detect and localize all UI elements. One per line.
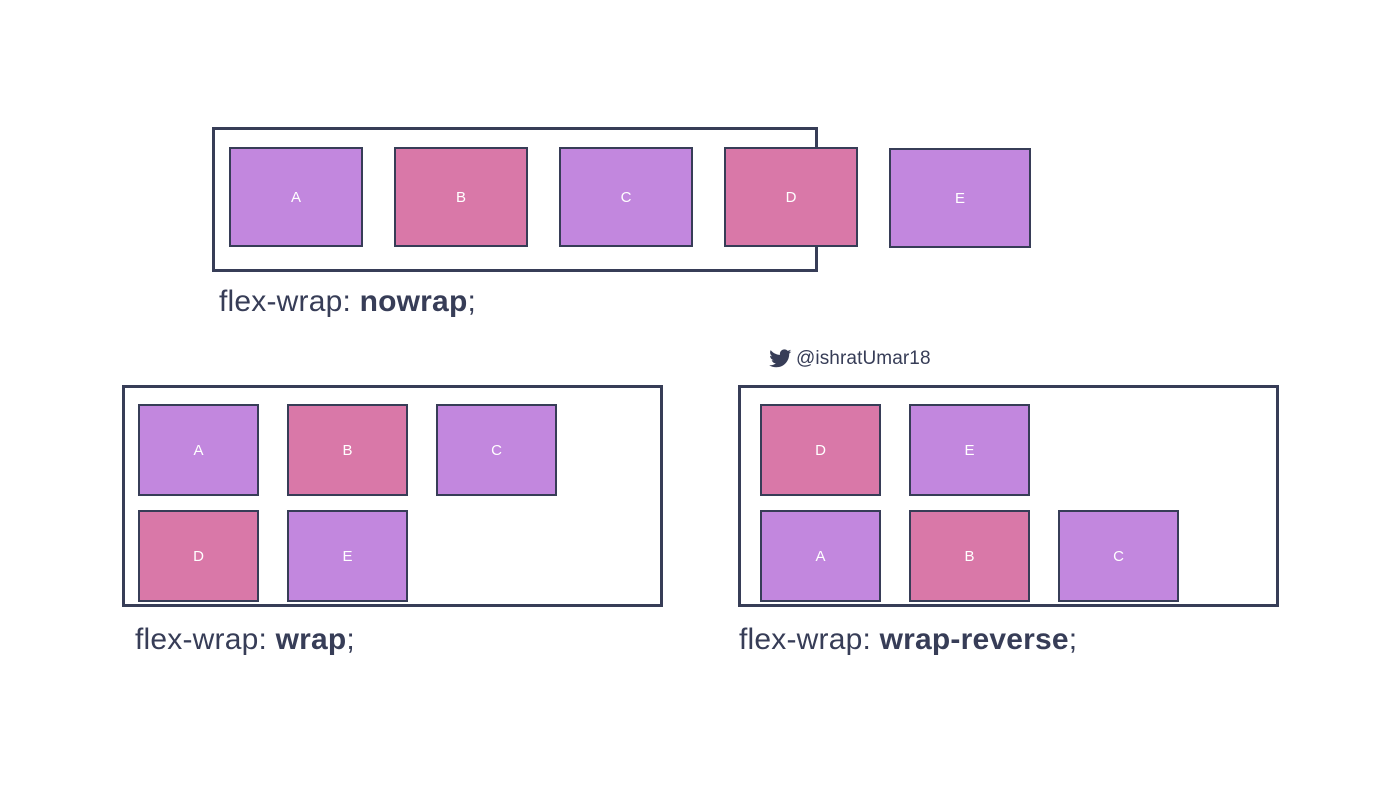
caption-terminator: ; — [467, 285, 477, 318]
flex-item-b: B — [287, 404, 408, 496]
caption-property: flex-wrap: — [219, 285, 352, 318]
caption-terminator: ; — [1068, 623, 1078, 656]
caption-value: wrap-reverse — [879, 623, 1069, 656]
flex-item-label: D — [815, 441, 826, 459]
flex-item-label: C — [620, 188, 632, 206]
flex-item-e: E — [287, 510, 408, 602]
flex-item-c: C — [436, 404, 557, 496]
flex-item-label: E — [954, 189, 965, 207]
flex-item-label: E — [342, 547, 353, 565]
caption-value: nowrap — [359, 285, 468, 318]
flex-item-b: B — [394, 147, 528, 247]
caption-terminator: ; — [346, 623, 355, 656]
flex-item-label: B — [964, 547, 975, 565]
caption-wrap: flex-wrap: wrap; — [135, 623, 355, 657]
flex-item-label: B — [455, 188, 466, 206]
flex-item-a: A — [760, 510, 881, 602]
flex-item-label: D — [193, 547, 204, 565]
flex-items-wrap: A B C D E — [138, 404, 646, 602]
flex-item-label: A — [290, 188, 301, 206]
flex-item-c: C — [1058, 510, 1179, 602]
credit-handle: @ishratUmar18 — [796, 348, 931, 369]
flex-item-label: C — [491, 441, 502, 459]
flex-items-wrap-reverse: A B C D E — [760, 404, 1260, 602]
flex-item-label: E — [964, 441, 975, 459]
twitter-bird-icon — [768, 347, 792, 371]
flex-item-d: D — [138, 510, 259, 602]
caption-value: wrap — [275, 623, 347, 656]
flex-container-wrap: A B C D E — [122, 385, 663, 607]
flex-item-label: C — [1113, 547, 1124, 565]
flex-item-e: E — [889, 148, 1031, 248]
flex-item-a: A — [229, 147, 363, 247]
flex-item-c: C — [559, 147, 693, 247]
caption-property: flex-wrap: — [739, 623, 872, 656]
flex-item-b: B — [909, 510, 1030, 602]
flex-items-nowrap: A B C D E — [229, 147, 1031, 248]
flex-item-d: D — [760, 404, 881, 496]
caption-wrap-reverse: flex-wrap: wrap-reverse; — [739, 623, 1077, 657]
flex-item-label: B — [342, 441, 353, 459]
flex-item-label: A — [193, 441, 204, 459]
flex-item-d: D — [724, 147, 858, 247]
flex-item-a: A — [138, 404, 259, 496]
flex-item-label: D — [785, 188, 797, 206]
flex-item-e: E — [909, 404, 1030, 496]
caption-nowrap: flex-wrap: nowrap; — [219, 285, 476, 319]
credit-attribution: @ishratUmar18 — [768, 347, 931, 371]
flex-container-wrap-reverse: A B C D E — [738, 385, 1279, 607]
flex-item-label: A — [815, 547, 826, 565]
caption-property: flex-wrap: — [135, 623, 268, 656]
